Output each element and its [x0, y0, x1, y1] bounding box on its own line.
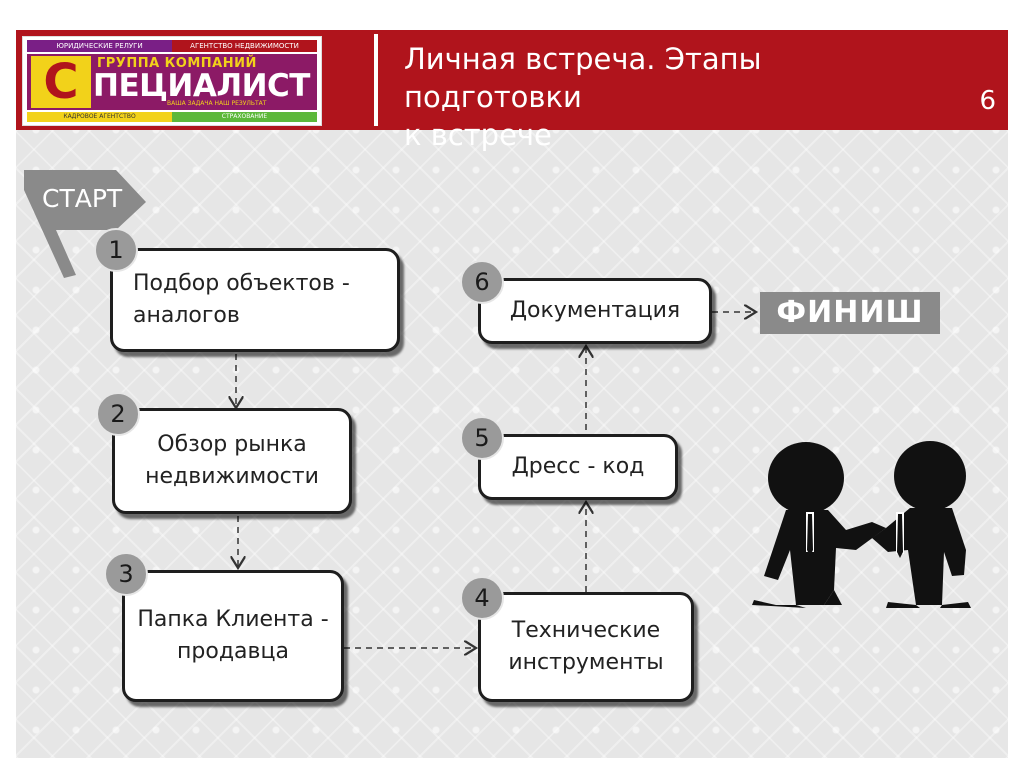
finish-label: ФИНИШ	[760, 292, 940, 334]
step-badge-6: 6	[460, 260, 504, 304]
handshake-icon	[752, 441, 971, 608]
step-label-3: Папка Клиента - продавца	[137, 607, 329, 664]
step-label-5: Дресс - код	[511, 454, 645, 479]
start-flag-icon	[24, 170, 146, 278]
step-label-6: Документация	[509, 298, 681, 323]
header-bar: ЮРИДИЧЕСКИЕ РЕЛУГИ АГЕНТСТВО НЕДВИЖИМОСТ…	[16, 30, 1008, 152]
step-badge-1: 1	[94, 228, 138, 272]
slide: ЮРИДИЧЕСКИЕ РЕЛУГИ АГЕНТСТВО НЕДВИЖИМОСТ…	[16, 30, 1008, 758]
company-logo: ЮРИДИЧЕСКИЕ РЕЛУГИ АГЕНТСТВО НЕДВИЖИМОСТ…	[22, 36, 322, 126]
step-label-2: Обзор рынка недвижимости	[145, 432, 319, 489]
step-label-4: Технические инструменты	[508, 618, 664, 675]
logo-tagline: ВАША ЗАДАЧА НАШ РЕЗУЛЬТАТ	[167, 100, 267, 107]
logo-top-left: ЮРИДИЧЕСКИЕ РЕЛУГИ	[27, 40, 172, 52]
logo-main: С ГРУППА КОМПАНИЙ ПЕЦИАЛИСТ ВАША ЗАДАЧА …	[27, 54, 317, 110]
logo-bottom-strip: КАДРОВОЕ АГЕНТСТВО СТРАХОВАНИЕ	[27, 112, 317, 122]
logo-bottom-right: СТРАХОВАНИЕ	[172, 112, 317, 122]
logo-top-strip: ЮРИДИЧЕСКИЕ РЕЛУГИ АГЕНТСТВО НЕДВИЖИМОСТ…	[27, 40, 317, 52]
step-box-1: Подбор объектов - аналогов	[110, 248, 400, 352]
step-label-1: Подбор объектов - аналогов	[133, 271, 350, 328]
title-line-2: к встрече	[404, 118, 552, 152]
logo-letter: С	[31, 56, 91, 108]
step-badge-3: 3	[104, 552, 148, 596]
page-title: Личная встреча. Этапы подготовки к встре…	[404, 40, 924, 154]
step-box-4: Технические инструменты	[478, 592, 694, 702]
step-box-6: Документация	[478, 278, 712, 344]
step-box-2: Обзор рынка недвижимости	[112, 408, 352, 514]
connector-lines	[24, 170, 971, 758]
logo-top-right: АГЕНТСТВО НЕДВИЖИМОСТИ	[172, 40, 317, 52]
logo-bottom-left: КАДРОВОЕ АГЕНТСТВО	[27, 112, 172, 122]
title-line-1: Личная встреча. Этапы подготовки	[404, 42, 762, 114]
step-box-5: Дресс - код	[478, 434, 678, 500]
header-divider	[374, 34, 378, 126]
step-box-3: Папка Клиента - продавца	[122, 570, 344, 702]
start-label: СТАРТ	[42, 184, 123, 213]
logo-group: ГРУППА КОМПАНИЙ	[97, 56, 257, 71]
page-number: 6	[979, 86, 996, 116]
step-badge-4: 4	[460, 576, 504, 620]
step-badge-2: 2	[96, 392, 140, 436]
logo-name: ПЕЦИАЛИСТ	[93, 68, 310, 104]
step-badge-5: 5	[460, 416, 504, 460]
